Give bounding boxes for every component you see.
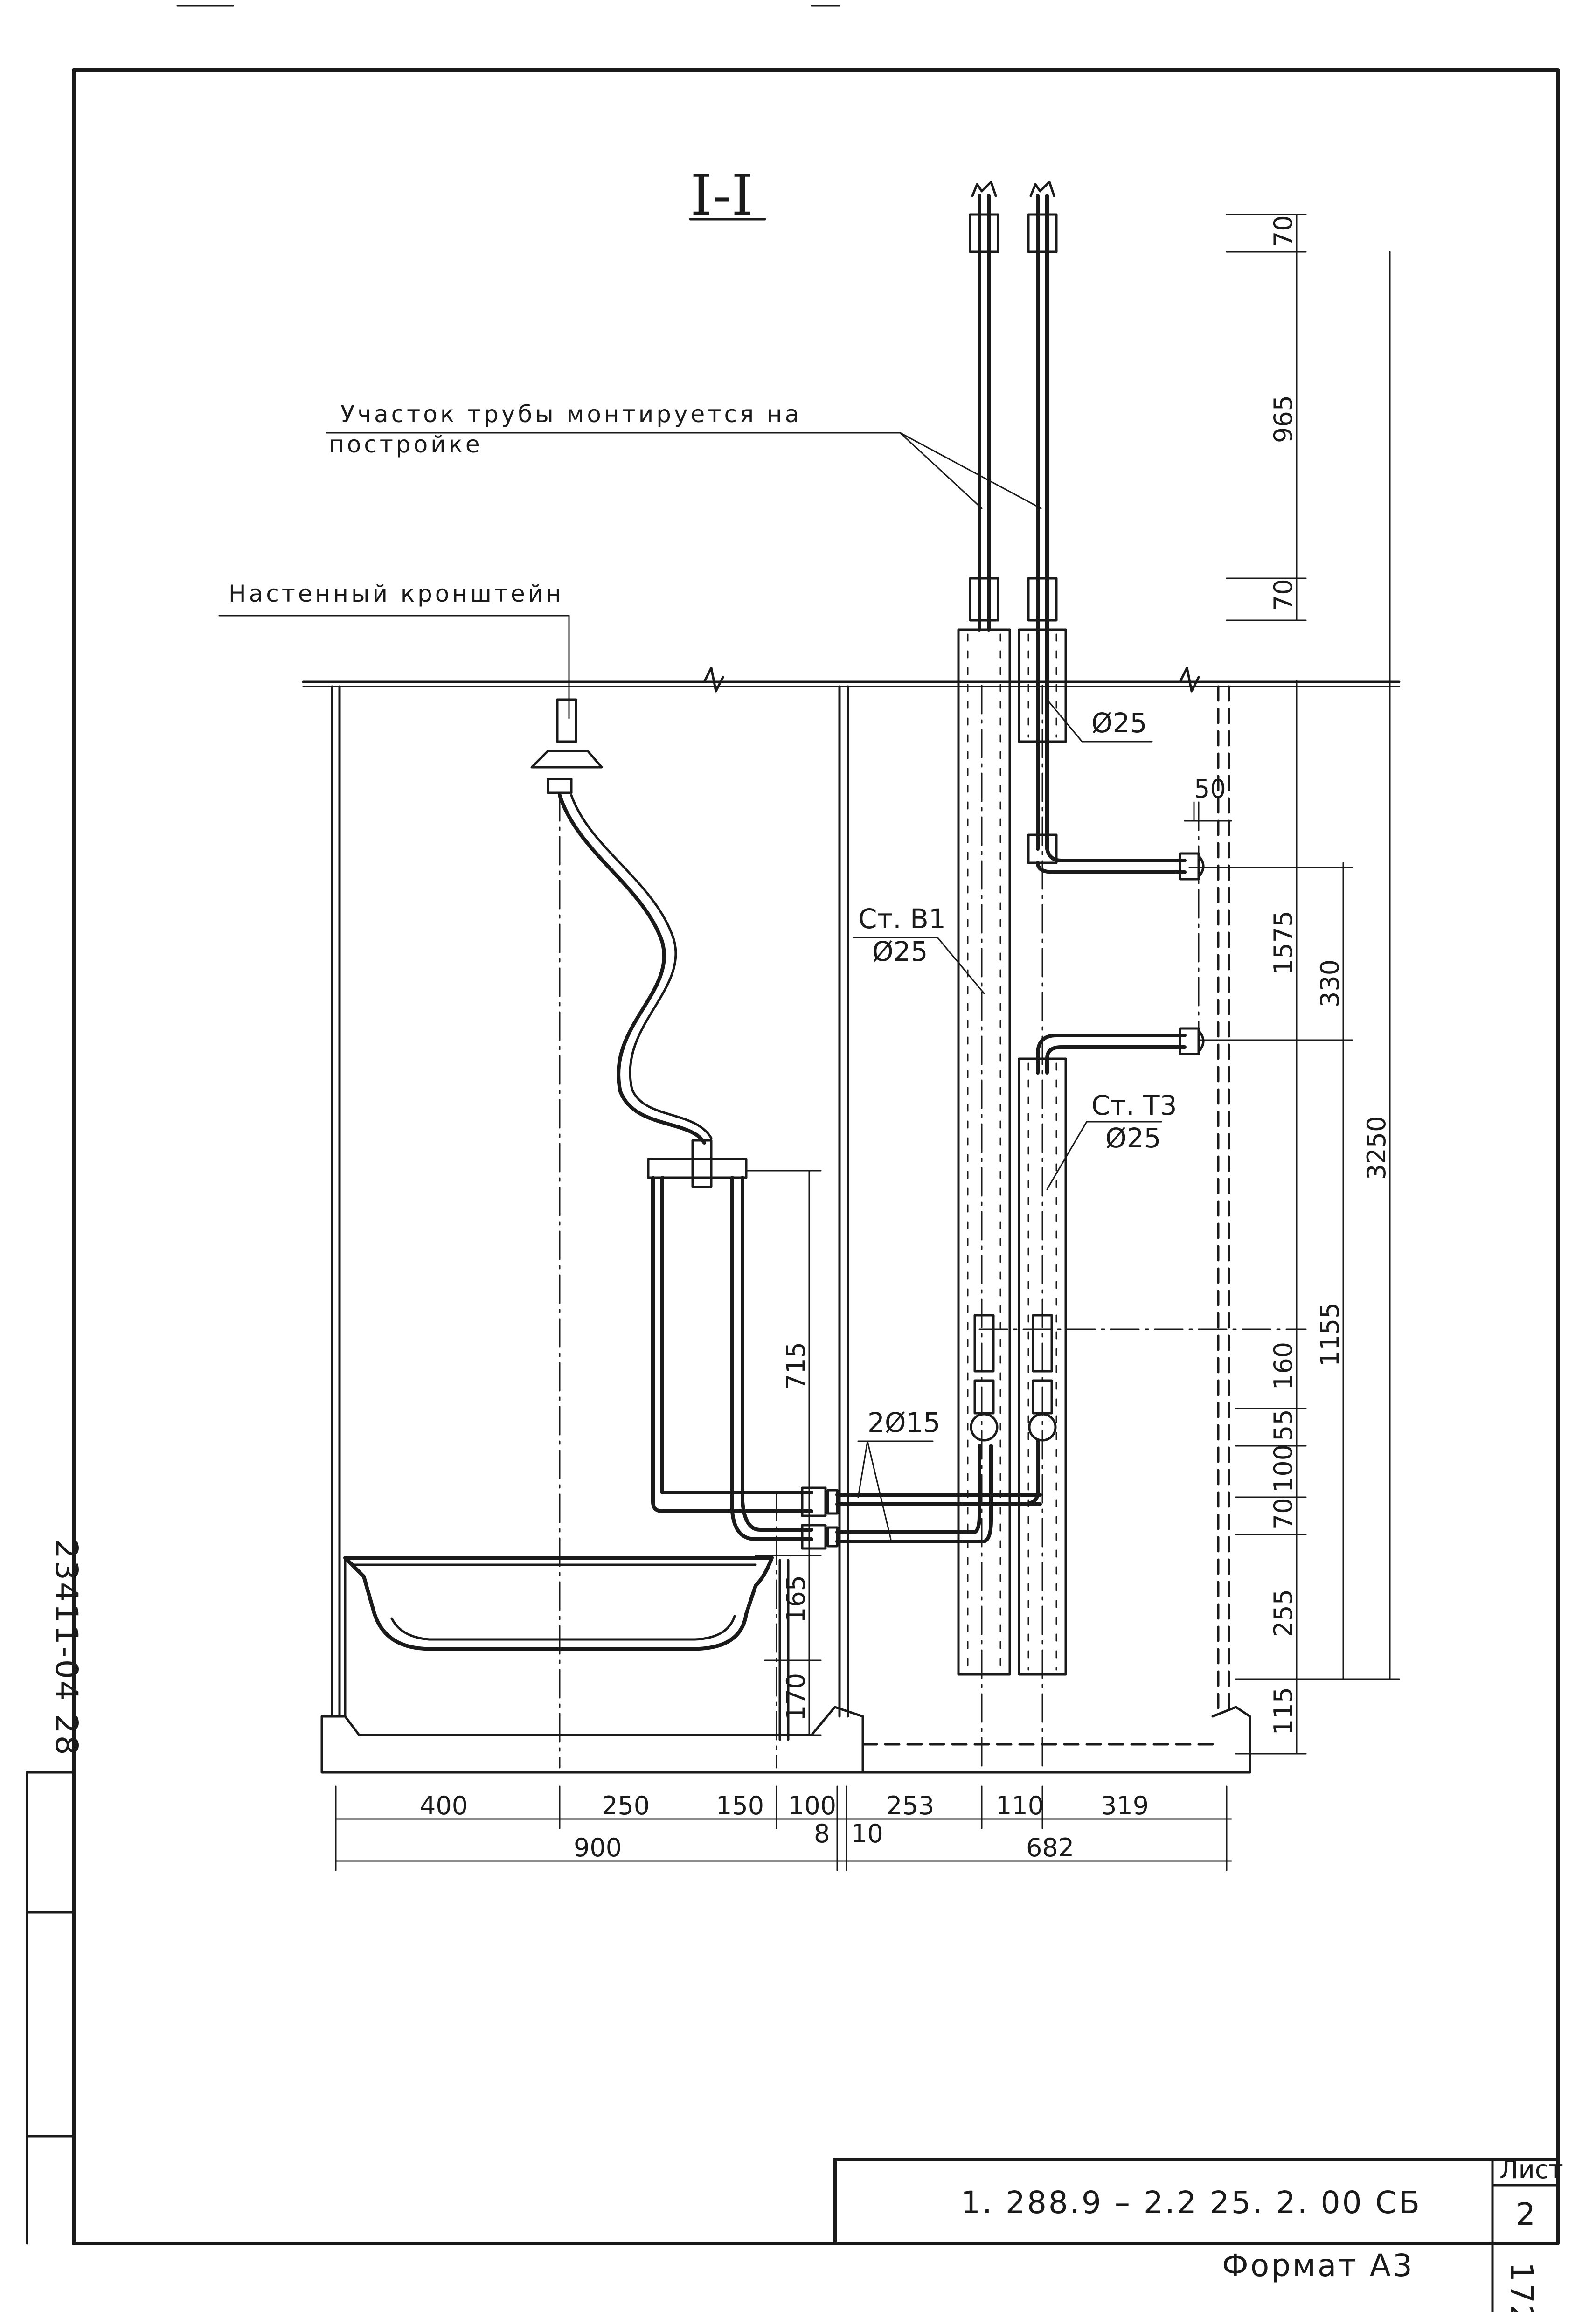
dim-bottom-100: 100	[788, 1791, 836, 1820]
dim-bottom-400: 400	[420, 1791, 468, 1820]
shower-assembly: Настенный кронштейн	[218, 580, 839, 1550]
dim-right-115: 115	[1269, 1687, 1298, 1735]
centerlines	[559, 685, 1307, 1769]
wall-bracket-label: Настенный кронштейн	[229, 580, 564, 607]
branch-pipes-label: 2Ø15	[867, 1407, 940, 1438]
dim-right-330: 330	[1315, 959, 1345, 1007]
dim-bottom-250: 250	[602, 1791, 650, 1820]
dim-right-3250: 3250	[1362, 1116, 1391, 1180]
wall-bracket-icon	[530, 698, 603, 794]
branch-pipes: 2Ø15	[835, 1407, 1042, 1543]
sheet-label: Лист	[1499, 2155, 1563, 2184]
pipe-section-label-line2: постройке	[329, 431, 483, 458]
dim-right-70-top: 70	[1269, 215, 1298, 247]
dimension-labels: 70 965 70 1575 330 3250 1155 160 55 100 …	[420, 215, 1391, 1862]
riser-t3-name: Ст. Т3	[1091, 1090, 1177, 1121]
dim-right-1575: 1575	[1269, 911, 1298, 975]
margin-note: 23411-04 28	[49, 1539, 84, 1757]
dim-bottom-8: 8	[814, 1819, 830, 1848]
dim-total-682: 682	[1026, 1833, 1074, 1862]
floor-slab	[320, 1706, 1251, 1774]
bottom-dimension-chain	[335, 1785, 1232, 1871]
dim-bath-715: 715	[781, 1342, 811, 1390]
dim-bottom-319: 319	[1101, 1791, 1149, 1820]
dim-bath-170: 170	[781, 1673, 811, 1721]
riser-b1	[957, 181, 1011, 1676]
riser-t3-callout: Ст. Т3 Ø25	[1046, 1090, 1177, 1190]
riser-b1-name: Ст. В1	[858, 903, 946, 935]
bathtub	[343, 1556, 790, 1741]
dim-right-55: 55	[1269, 1409, 1298, 1441]
dim-right-160: 160	[1269, 1342, 1298, 1390]
format-label: Формат А3	[1222, 2248, 1414, 2284]
dim-bath-165: 165	[781, 1575, 811, 1623]
dim-right-70-bottom: 70	[1269, 579, 1298, 611]
dim-right-1155: 1155	[1315, 1303, 1345, 1367]
dim-bottom-150: 150	[716, 1791, 764, 1820]
room-walls	[331, 685, 1230, 1718]
dim-right-255: 255	[1269, 1589, 1298, 1637]
dim-right-100: 100	[1269, 1444, 1298, 1493]
side-number: 172	[1504, 2262, 1540, 2312]
pipe-top-callout: Ø25	[1046, 699, 1153, 743]
right-dimension-chain	[1184, 214, 1400, 1755]
dim-top-offset-50: 50	[1194, 774, 1226, 804]
pipe-section-note: Участок трубы монтируется на постройке	[326, 401, 1042, 509]
riser-b1-callout: Ст. В1 Ø25	[853, 903, 985, 994]
riser-b1-diameter: Ø25	[872, 936, 928, 967]
dim-bottom-253: 253	[886, 1791, 934, 1820]
riser-t3	[1018, 181, 1205, 1676]
dim-total-900: 900	[574, 1833, 622, 1862]
dim-right-965: 965	[1269, 395, 1298, 443]
title-block	[833, 2158, 1560, 2312]
dim-right-70-low: 70	[1269, 1498, 1298, 1530]
section-title: I-I	[690, 163, 753, 228]
riser-t3-diameter: Ø25	[1105, 1122, 1161, 1154]
pipe-section-label-line1: Участок трубы монтируется на	[340, 401, 802, 428]
dim-bottom-10: 10	[851, 1819, 883, 1848]
drawing-code: 1. 288.9 – 2.2 25. 2. 00 СБ	[961, 2185, 1422, 2221]
pipe-top-diameter: Ø25	[1091, 707, 1147, 739]
sheet-number: 2	[1516, 2196, 1537, 2232]
sheet-frame	[26, 5, 1560, 2245]
dim-bottom-110: 110	[996, 1791, 1044, 1820]
ceiling-line	[302, 667, 1401, 693]
bath-dimension-chain	[745, 1170, 822, 1736]
